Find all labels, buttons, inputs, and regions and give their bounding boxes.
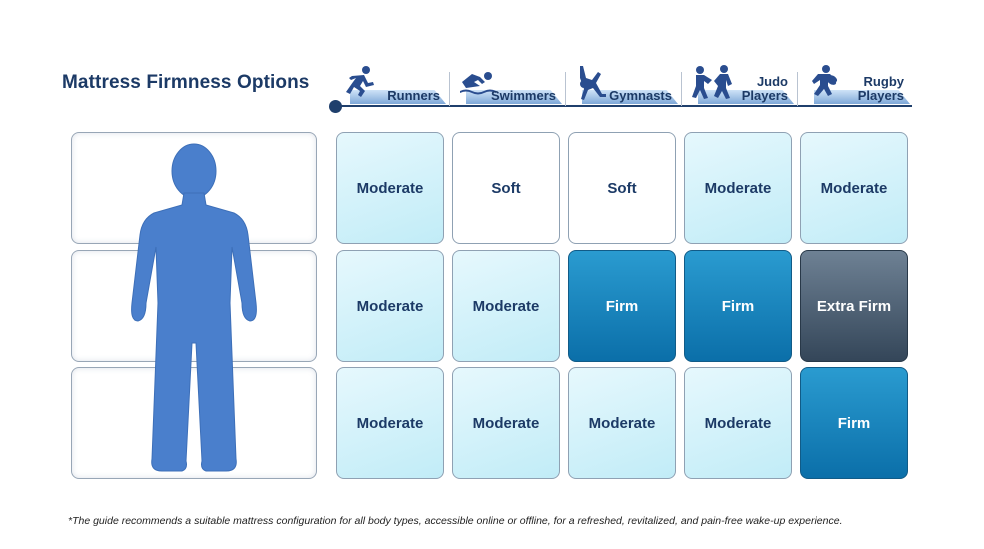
- rugby-icon: [806, 64, 840, 105]
- header-separator: [797, 72, 798, 106]
- cell-runners-upper: Moderate: [336, 132, 444, 244]
- header-ribbon: [814, 90, 910, 104]
- header-separator: [449, 72, 450, 106]
- header-ribbon: [466, 90, 562, 104]
- header-ribbon: [582, 90, 678, 104]
- header-ribbon: [698, 90, 794, 104]
- footnote: *The guide recommends a suitable mattres…: [68, 515, 843, 527]
- cell-value: Moderate: [820, 179, 888, 197]
- human-figure-icon: [126, 143, 266, 475]
- cell-runners-middle: Moderate: [336, 250, 444, 362]
- cell-judo-upper: Moderate: [684, 132, 792, 244]
- cell-judo-middle: Firm: [684, 250, 792, 362]
- cell-value: Moderate: [704, 414, 772, 432]
- column-label: Runners: [387, 88, 440, 103]
- cell-value: Firm: [721, 297, 755, 315]
- column-label: Gymnasts: [609, 88, 672, 103]
- cell-swimmers-middle: Moderate: [452, 250, 560, 362]
- cell-judo-lower: Moderate: [684, 367, 792, 479]
- cell-gymnasts-middle: Firm: [568, 250, 676, 362]
- cell-value: Moderate: [472, 414, 540, 432]
- cell-value: Extra Firm: [816, 297, 892, 315]
- cell-value: Moderate: [356, 297, 424, 315]
- swimmer-icon: [458, 64, 498, 103]
- header-ribbon: [350, 90, 446, 104]
- cell-rugby-lower: Firm: [800, 367, 908, 479]
- cell-gymnasts-upper: Soft: [568, 132, 676, 244]
- column-header-runners: Runners: [336, 62, 448, 106]
- cell-value: Moderate: [588, 414, 656, 432]
- cell-value: Moderate: [704, 179, 772, 197]
- column-header-swimmers: Swimmers: [449, 62, 564, 106]
- page-title: Mattress Firmness Options: [62, 72, 310, 93]
- header-timeline-line: [336, 105, 912, 107]
- header-timeline-dot: [329, 100, 342, 113]
- cell-rugby-middle: Extra Firm: [800, 250, 908, 362]
- cell-value: Moderate: [356, 179, 424, 197]
- cell-value: Firm: [605, 297, 639, 315]
- cell-value: Moderate: [472, 297, 540, 315]
- cell-value: Moderate: [356, 414, 424, 432]
- cell-value: Soft: [607, 179, 637, 197]
- cell-value: Soft: [491, 179, 521, 197]
- judo-icon: [690, 64, 736, 105]
- header-separator: [681, 72, 682, 106]
- cell-runners-lower: Moderate: [336, 367, 444, 479]
- runner-icon: [342, 64, 376, 103]
- cell-rugby-upper: Moderate: [800, 132, 908, 244]
- column-label: Swimmers: [490, 88, 556, 103]
- cell-value: Firm: [837, 414, 871, 432]
- cell-swimmers-lower: Moderate: [452, 367, 560, 479]
- cell-gymnasts-lower: Moderate: [568, 367, 676, 479]
- body-zone-lower: [71, 367, 317, 479]
- column-header-gymnasts: Gymnasts: [565, 62, 680, 109]
- header-separator: [565, 72, 566, 106]
- gymnast-icon: [574, 64, 608, 109]
- cell-swimmers-upper: Soft: [452, 132, 560, 244]
